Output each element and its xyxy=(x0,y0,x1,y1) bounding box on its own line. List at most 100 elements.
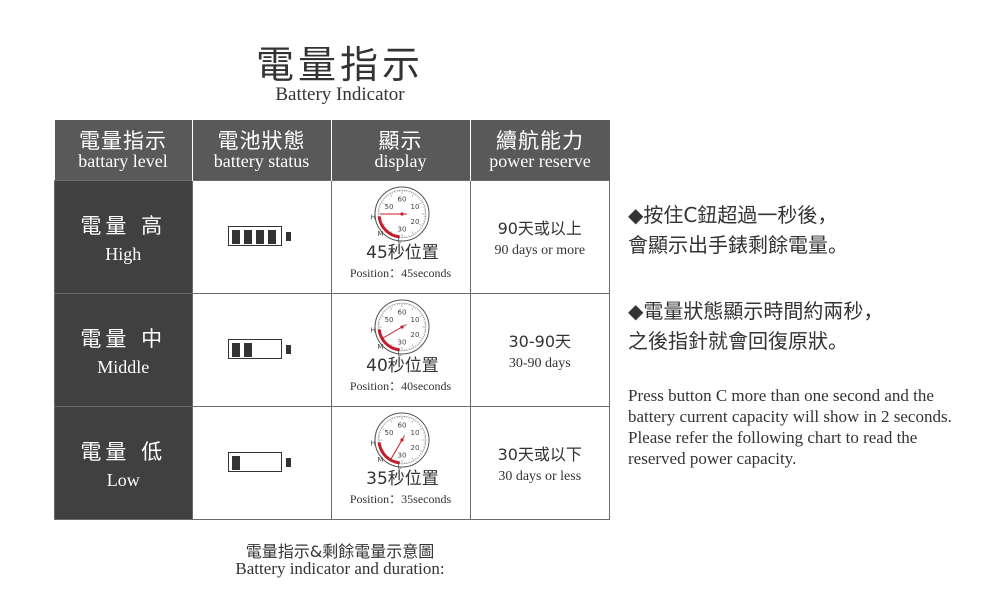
battery-icon xyxy=(227,226,291,248)
dial-tick xyxy=(411,457,414,461)
battery-bar xyxy=(243,343,252,357)
header-power-reserve: 續航能力 power reserve xyxy=(470,120,610,181)
dial-tick xyxy=(418,336,423,340)
instruction-note-2: ◆電量狀態顯示時間約兩秒， 之後指針就會回復原狀。 xyxy=(628,299,884,353)
instruction-note-en: Press button C more than one second and … xyxy=(628,386,952,468)
dial-tick xyxy=(380,201,385,205)
dial-tick xyxy=(380,314,385,318)
dial-tick xyxy=(379,204,382,206)
dial-ring xyxy=(374,412,429,468)
dial-tick xyxy=(380,427,385,431)
dial-tick xyxy=(418,314,423,318)
dial-tick xyxy=(421,317,424,319)
dial-number: 30 xyxy=(397,226,406,234)
dial-tick xyxy=(389,306,392,310)
dial-tick xyxy=(418,223,423,227)
position-label-en: Position：35seconds xyxy=(349,492,452,506)
battery-bar xyxy=(255,230,264,244)
battery-bar xyxy=(231,230,240,244)
dial-tick xyxy=(419,199,422,201)
dial-tick xyxy=(414,420,416,422)
hand-pivot xyxy=(399,212,404,216)
dial-tick xyxy=(416,230,418,233)
dial-tick xyxy=(387,194,389,196)
dial-number: 60 xyxy=(397,422,406,430)
dial-tick xyxy=(416,195,418,198)
dial-number: 10 xyxy=(410,316,419,324)
dial-number: 30 xyxy=(397,452,406,460)
dial-tick xyxy=(419,453,422,455)
dial-number: 10 xyxy=(410,203,419,211)
dial-tick xyxy=(410,304,412,307)
position-label: 45秒位置 xyxy=(366,243,439,263)
dial-tick xyxy=(379,317,382,319)
battery-table: 電量指示 battary level 電池狀態 battery status 顯… xyxy=(54,120,610,520)
dial-level-letter: L xyxy=(397,462,401,470)
power-reserve-cell: 30天或以下 30 days or less xyxy=(469,406,610,520)
battery-bar xyxy=(243,230,252,244)
dial-tick xyxy=(411,231,414,235)
dial-level-letter: H xyxy=(370,214,375,222)
dial-tick xyxy=(421,204,424,206)
dial-tick xyxy=(418,454,420,457)
dial-tick xyxy=(410,417,412,420)
dial-tick xyxy=(411,344,414,348)
dial-tick xyxy=(411,306,414,310)
dial-level-letter: L xyxy=(397,236,401,244)
dial-tick xyxy=(416,308,418,311)
dial-number: 60 xyxy=(397,196,406,204)
dial-tick xyxy=(418,449,423,453)
hand-pivot xyxy=(399,438,404,442)
dial-tick xyxy=(391,304,393,307)
battery-arc xyxy=(377,216,400,239)
dial-tick xyxy=(418,310,420,313)
power-reserve-cell: 30-90天 30-90 days xyxy=(469,293,610,407)
hand-pivot xyxy=(399,325,404,329)
position-label-en: Position：40seconds xyxy=(349,379,452,393)
battery-status-cell xyxy=(191,293,332,407)
dial-tick xyxy=(381,312,384,314)
caption-en: Battery indicator and duration: xyxy=(235,559,445,578)
dial-level-letter: M xyxy=(377,456,383,464)
dial-tick xyxy=(381,425,384,427)
dial-tick xyxy=(385,421,387,424)
dial-tick xyxy=(389,419,392,423)
level-cell: 電量 低 Low xyxy=(54,406,193,520)
dial-tick xyxy=(419,312,422,314)
dial-number: 50 xyxy=(384,429,393,437)
level-cell: 電量 中 Middle xyxy=(54,293,193,407)
dial-tick xyxy=(418,423,420,426)
dial-number: 10 xyxy=(410,429,419,437)
dial-tick xyxy=(411,193,414,197)
battery-bar xyxy=(231,343,240,357)
dial-tick xyxy=(411,419,414,423)
dial-tick xyxy=(414,458,416,460)
dial-tick xyxy=(418,228,420,231)
dial-tick xyxy=(414,345,416,347)
dial-tick xyxy=(410,347,412,350)
battery-status-cell xyxy=(191,406,332,520)
dial-tick xyxy=(385,308,387,311)
dial-tick xyxy=(391,191,393,194)
table-header-row: 電量指示 battary level 電池狀態 battery status 顯… xyxy=(54,120,610,181)
dial-tick xyxy=(381,199,384,201)
dial-level-letter: M xyxy=(377,343,383,351)
dial-tick xyxy=(416,343,418,346)
position-label: 40秒位置 xyxy=(366,356,439,376)
battery-icon xyxy=(227,339,291,361)
dial-number: 20 xyxy=(410,218,419,226)
dial-tick xyxy=(414,307,416,309)
dial-level-letter: M xyxy=(377,230,383,238)
dial-tick xyxy=(410,234,412,237)
dial-tick xyxy=(389,193,392,197)
dial-number: 20 xyxy=(410,331,419,339)
dial-number: 30 xyxy=(397,339,406,347)
dial-ring xyxy=(374,186,429,242)
